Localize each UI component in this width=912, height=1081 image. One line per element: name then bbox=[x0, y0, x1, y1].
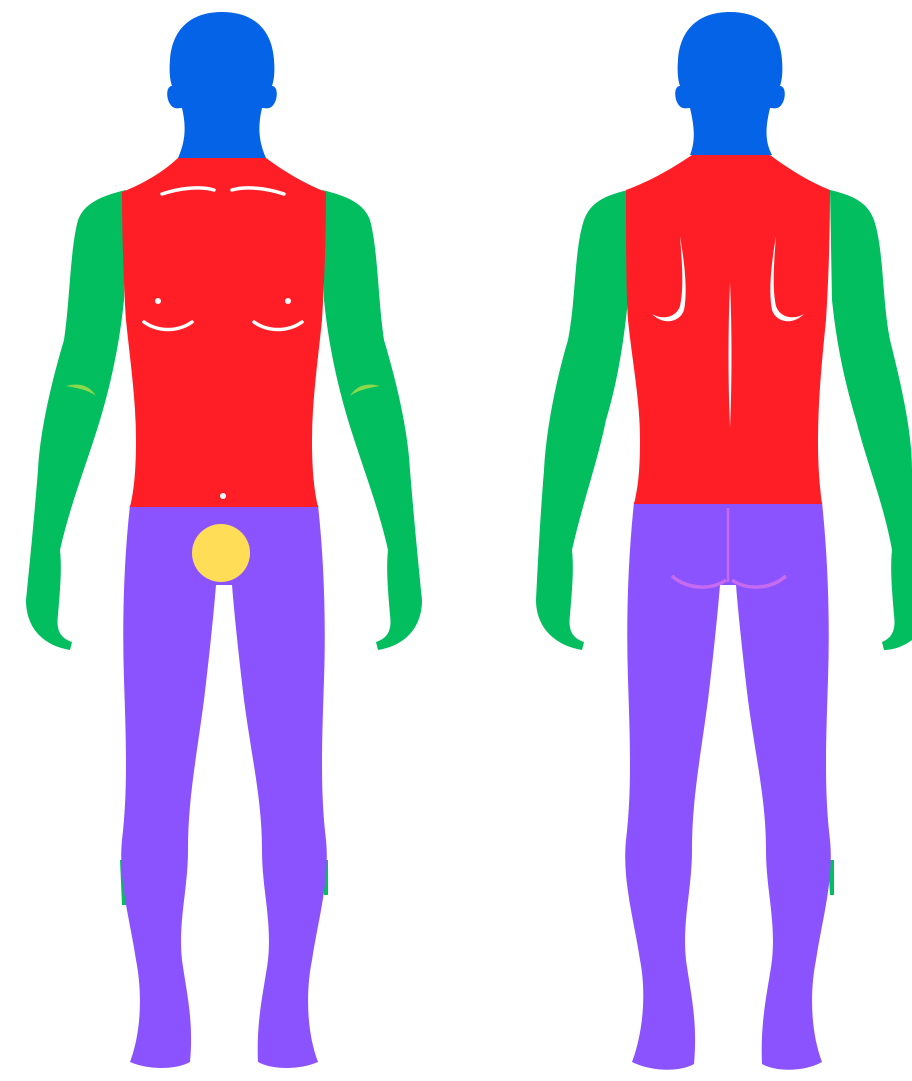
back-torso[interactable] bbox=[626, 155, 830, 504]
front-navel bbox=[220, 493, 226, 499]
back-left-arm[interactable] bbox=[536, 190, 628, 650]
front-legs[interactable] bbox=[121, 505, 327, 1068]
groin-marker[interactable] bbox=[192, 524, 250, 582]
back-right-arm[interactable] bbox=[830, 190, 912, 650]
front-figure bbox=[26, 12, 422, 1068]
front-left-nipple bbox=[155, 298, 161, 304]
back-head-neck[interactable] bbox=[675, 12, 785, 155]
back-legs[interactable] bbox=[625, 502, 831, 1070]
front-torso[interactable] bbox=[122, 158, 326, 507]
back-figure bbox=[536, 12, 912, 1070]
front-left-arm[interactable] bbox=[26, 190, 126, 650]
front-right-nipple bbox=[285, 298, 291, 304]
front-head-neck[interactable] bbox=[167, 12, 277, 158]
front-right-arm[interactable] bbox=[322, 190, 422, 650]
